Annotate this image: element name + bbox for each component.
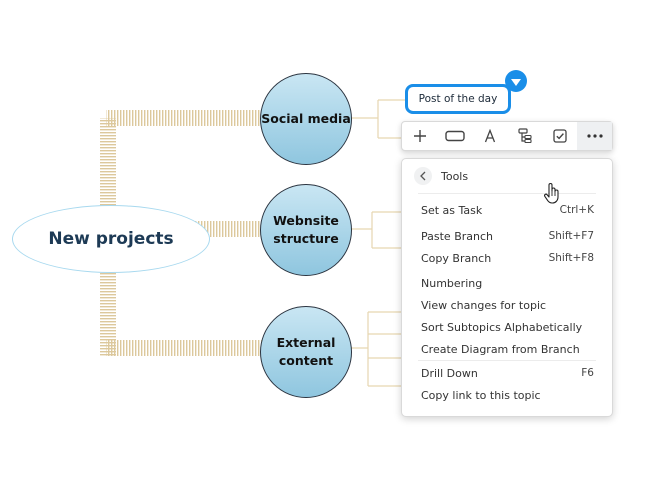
menu-item-label: View changes for topic: [421, 298, 547, 312]
menu-item-drill-down[interactable]: Drill Down F6: [402, 363, 612, 383]
menu-item-numbering[interactable]: Numbering: [402, 273, 612, 293]
menu-item-copy-link[interactable]: Copy link to this topic: [402, 385, 612, 405]
menu-item-label: Paste Branch: [421, 229, 493, 243]
chevron-left-icon: [420, 171, 426, 181]
menu-item-label: Set as Task: [421, 203, 483, 217]
menu-item-set-as-task[interactable]: Set as Task Ctrl+K: [402, 200, 612, 220]
task-button[interactable]: [542, 122, 577, 150]
sub-connector: [350, 311, 402, 387]
menu-item-label: Drill Down: [421, 366, 478, 380]
menu-item-view-changes[interactable]: View changes for topic: [402, 295, 612, 315]
task-checkbox-icon: [552, 129, 567, 143]
central-topic-label: New projects: [48, 229, 174, 249]
text-style-icon: [484, 129, 495, 143]
menu-divider: [418, 360, 596, 361]
menu-item-sort-subtopics[interactable]: Sort Subtopics Alphabetically: [402, 317, 612, 337]
triangle-down-icon: [511, 78, 521, 86]
menu-item-paste-branch[interactable]: Paste Branch Shift+F7: [402, 226, 612, 246]
topic-label-line1: Webnsite: [273, 212, 339, 228]
subtopic-label: Post of the day: [418, 93, 498, 105]
menu-item-label: Copy Branch: [421, 251, 492, 265]
menu-item-shortcut: F6: [581, 367, 594, 379]
menu-item-label: Create Diagram from Branch: [421, 342, 580, 356]
topic-label-line2: structure: [273, 231, 339, 246]
connector-branch-social: [106, 110, 262, 126]
topic-social-media[interactable]: Social media: [260, 73, 352, 165]
subtopic-dropdown-handle[interactable]: [505, 70, 527, 92]
subtopic-post-of-the-day[interactable]: Post of the day: [405, 84, 511, 114]
topic-label-line2: content: [278, 353, 334, 368]
menu-item-shortcut: Ctrl+K: [559, 204, 594, 216]
menu-title: Tools: [441, 169, 469, 183]
sub-connector: [350, 211, 402, 249]
menu-item-label: Sort Subtopics Alphabetically: [421, 320, 583, 334]
back-button[interactable]: [414, 167, 432, 185]
structure-icon: [517, 128, 532, 144]
menu-divider: [418, 193, 596, 194]
menu-item-label: Copy link to this topic: [421, 388, 541, 402]
menu-item-copy-branch[interactable]: Copy Branch Shift+F8: [402, 248, 612, 268]
sub-connector: [350, 99, 405, 139]
topic-label: Social media: [261, 110, 351, 126]
text-style-button[interactable]: [472, 122, 507, 150]
menu-item-shortcut: Shift+F8: [548, 252, 594, 264]
menu-item-create-diagram[interactable]: Create Diagram from Branch: [402, 339, 612, 359]
topic-toolbar: [401, 121, 613, 151]
topic-website-structure[interactable]: Webnsite structure: [260, 184, 352, 276]
connector-branch-external: [106, 340, 262, 356]
structure-button[interactable]: [507, 122, 542, 150]
topic-shape-button[interactable]: [437, 122, 472, 150]
menu-item-shortcut: Shift+F7: [548, 230, 594, 242]
plus-icon: [413, 130, 426, 142]
central-topic[interactable]: New projects: [12, 205, 210, 273]
more-icon: [586, 134, 603, 138]
tools-menu: Tools Set as Task Ctrl+K Paste Branch Sh…: [401, 158, 613, 417]
topic-external-content[interactable]: External content: [260, 306, 352, 398]
add-topic-button[interactable]: [402, 122, 437, 150]
topic-label-line1: External: [276, 334, 336, 350]
hand-cursor-icon: [544, 183, 559, 204]
menu-header: Tools: [402, 159, 612, 193]
menu-item-label: Numbering: [421, 276, 483, 290]
more-options-button[interactable]: [577, 122, 612, 150]
topic-shape-icon: [444, 130, 465, 142]
